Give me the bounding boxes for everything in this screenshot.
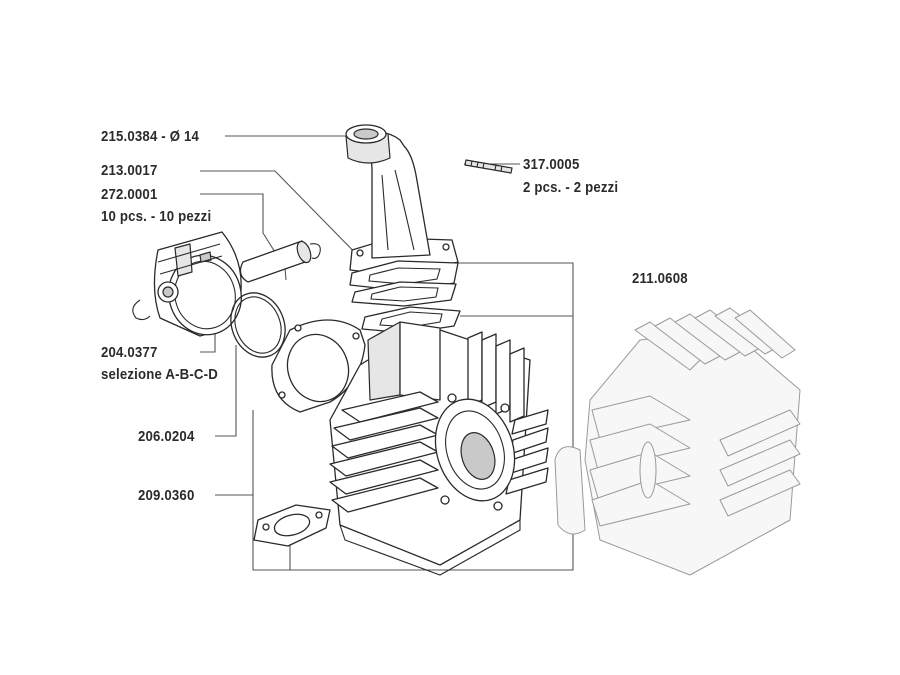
piston-drawing	[153, 231, 242, 337]
label-213-0017: 213.0017	[101, 162, 158, 179]
cylinder-alt-drawing	[554, 307, 801, 576]
manifold-gasket-drawing	[349, 260, 461, 334]
label-215-0384: 215.0384 - Ø 14	[101, 128, 200, 145]
piston-ring-drawing	[230, 292, 286, 358]
stud-drawing	[464, 159, 513, 174]
base-gasket-drawing	[253, 504, 331, 547]
label-211-0608: 211.0608	[632, 270, 688, 287]
label-209-0360: 209.0360	[138, 487, 195, 504]
label-206-0204: 206.0204	[138, 428, 195, 445]
leader-lines	[197, 135, 574, 571]
cylinder-drawing	[329, 321, 549, 576]
label-204-0377: 204.0377	[101, 344, 158, 361]
label-317-0005: 317.0005	[523, 156, 580, 173]
label-272-0001-qty: 10 pcs. - 10 pezzi	[101, 208, 212, 225]
intake-manifold-drawing	[345, 124, 459, 277]
label-204-0377-note: selezione A-B-C-D	[101, 366, 218, 383]
label-317-0005-qty: 2 pcs. - 2 pezzi	[523, 179, 619, 196]
piston-pin-drawing	[132, 240, 321, 321]
head-gasket-drawing	[271, 319, 366, 413]
label-272-0001: 272.0001	[101, 186, 158, 203]
